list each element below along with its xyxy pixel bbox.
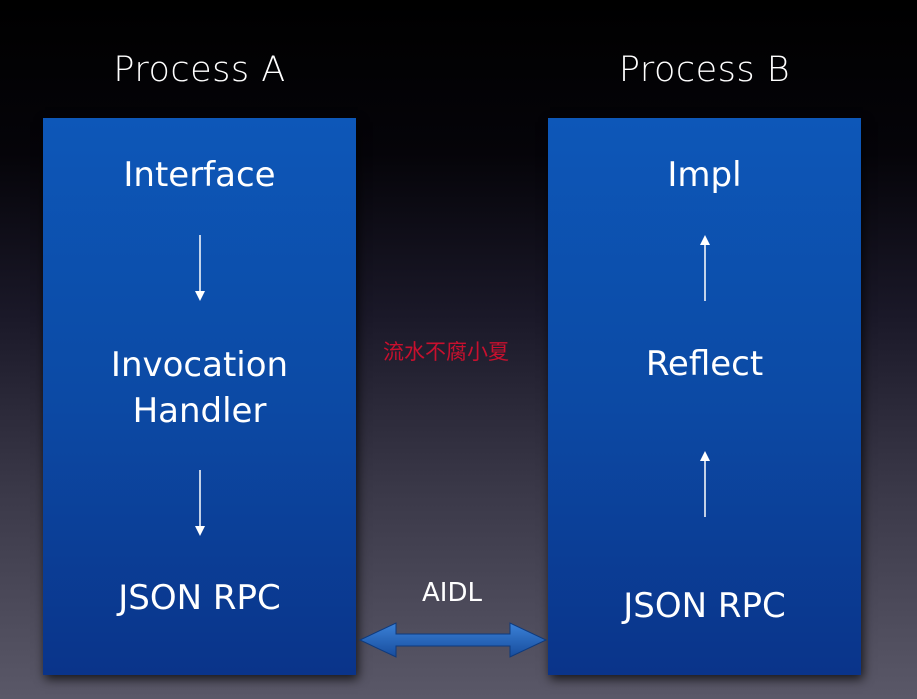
- process-b-title: Process B: [618, 50, 791, 90]
- reflect-label: Reflect: [645, 344, 764, 384]
- invocation-handler-label: Invocation Handler: [110, 345, 289, 431]
- process-a-panel: Interface Invocation Handler JSON RPC: [43, 118, 356, 675]
- json-rpc-label-a: JSON RPC: [118, 578, 281, 618]
- up-arrow-icon: [548, 449, 861, 519]
- process-b-panel: Impl Reflect JSON RPC: [548, 118, 861, 675]
- json-rpc-label-b: JSON RPC: [623, 586, 786, 626]
- down-arrow-icon: [43, 233, 356, 303]
- interface-label: Interface: [123, 155, 276, 195]
- aidl-label: AIDL: [422, 578, 482, 608]
- process-a-title: Process A: [113, 50, 286, 90]
- up-arrow-icon: [548, 233, 861, 303]
- watermark-text: 流水不腐小夏: [383, 340, 509, 364]
- down-arrow-icon: [43, 468, 356, 538]
- impl-label: Impl: [667, 155, 742, 195]
- double-arrow-icon: [358, 620, 548, 664]
